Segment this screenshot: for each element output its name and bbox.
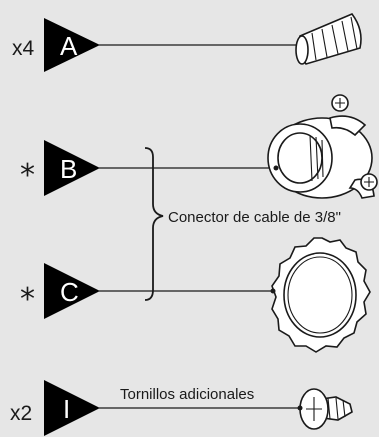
quantity-b: * <box>20 158 35 193</box>
part-marker-a <box>44 18 100 72</box>
part-letter-b: B <box>60 154 77 184</box>
part-letter-a: A <box>60 31 78 61</box>
part-marker-i <box>44 380 100 436</box>
screw-label: Tornillos adicionales <box>120 386 254 403</box>
quantity-a: x4 <box>12 37 35 60</box>
grouping-bracket <box>144 147 164 301</box>
cable-connector-body-icon <box>267 94 378 199</box>
part-marker-b <box>44 140 100 196</box>
locknut-ring-icon <box>270 237 371 353</box>
part-letter-i: I <box>63 394 70 424</box>
quantity-c: * <box>20 282 35 317</box>
quantity-i: x2 <box>10 402 32 425</box>
part-letter-c: C <box>60 277 79 307</box>
wire-nut-icon <box>295 13 362 65</box>
part-marker-c <box>44 263 100 319</box>
bracket-label: Conector de cable de 3/8" <box>168 209 341 226</box>
screw-icon <box>297 388 353 430</box>
